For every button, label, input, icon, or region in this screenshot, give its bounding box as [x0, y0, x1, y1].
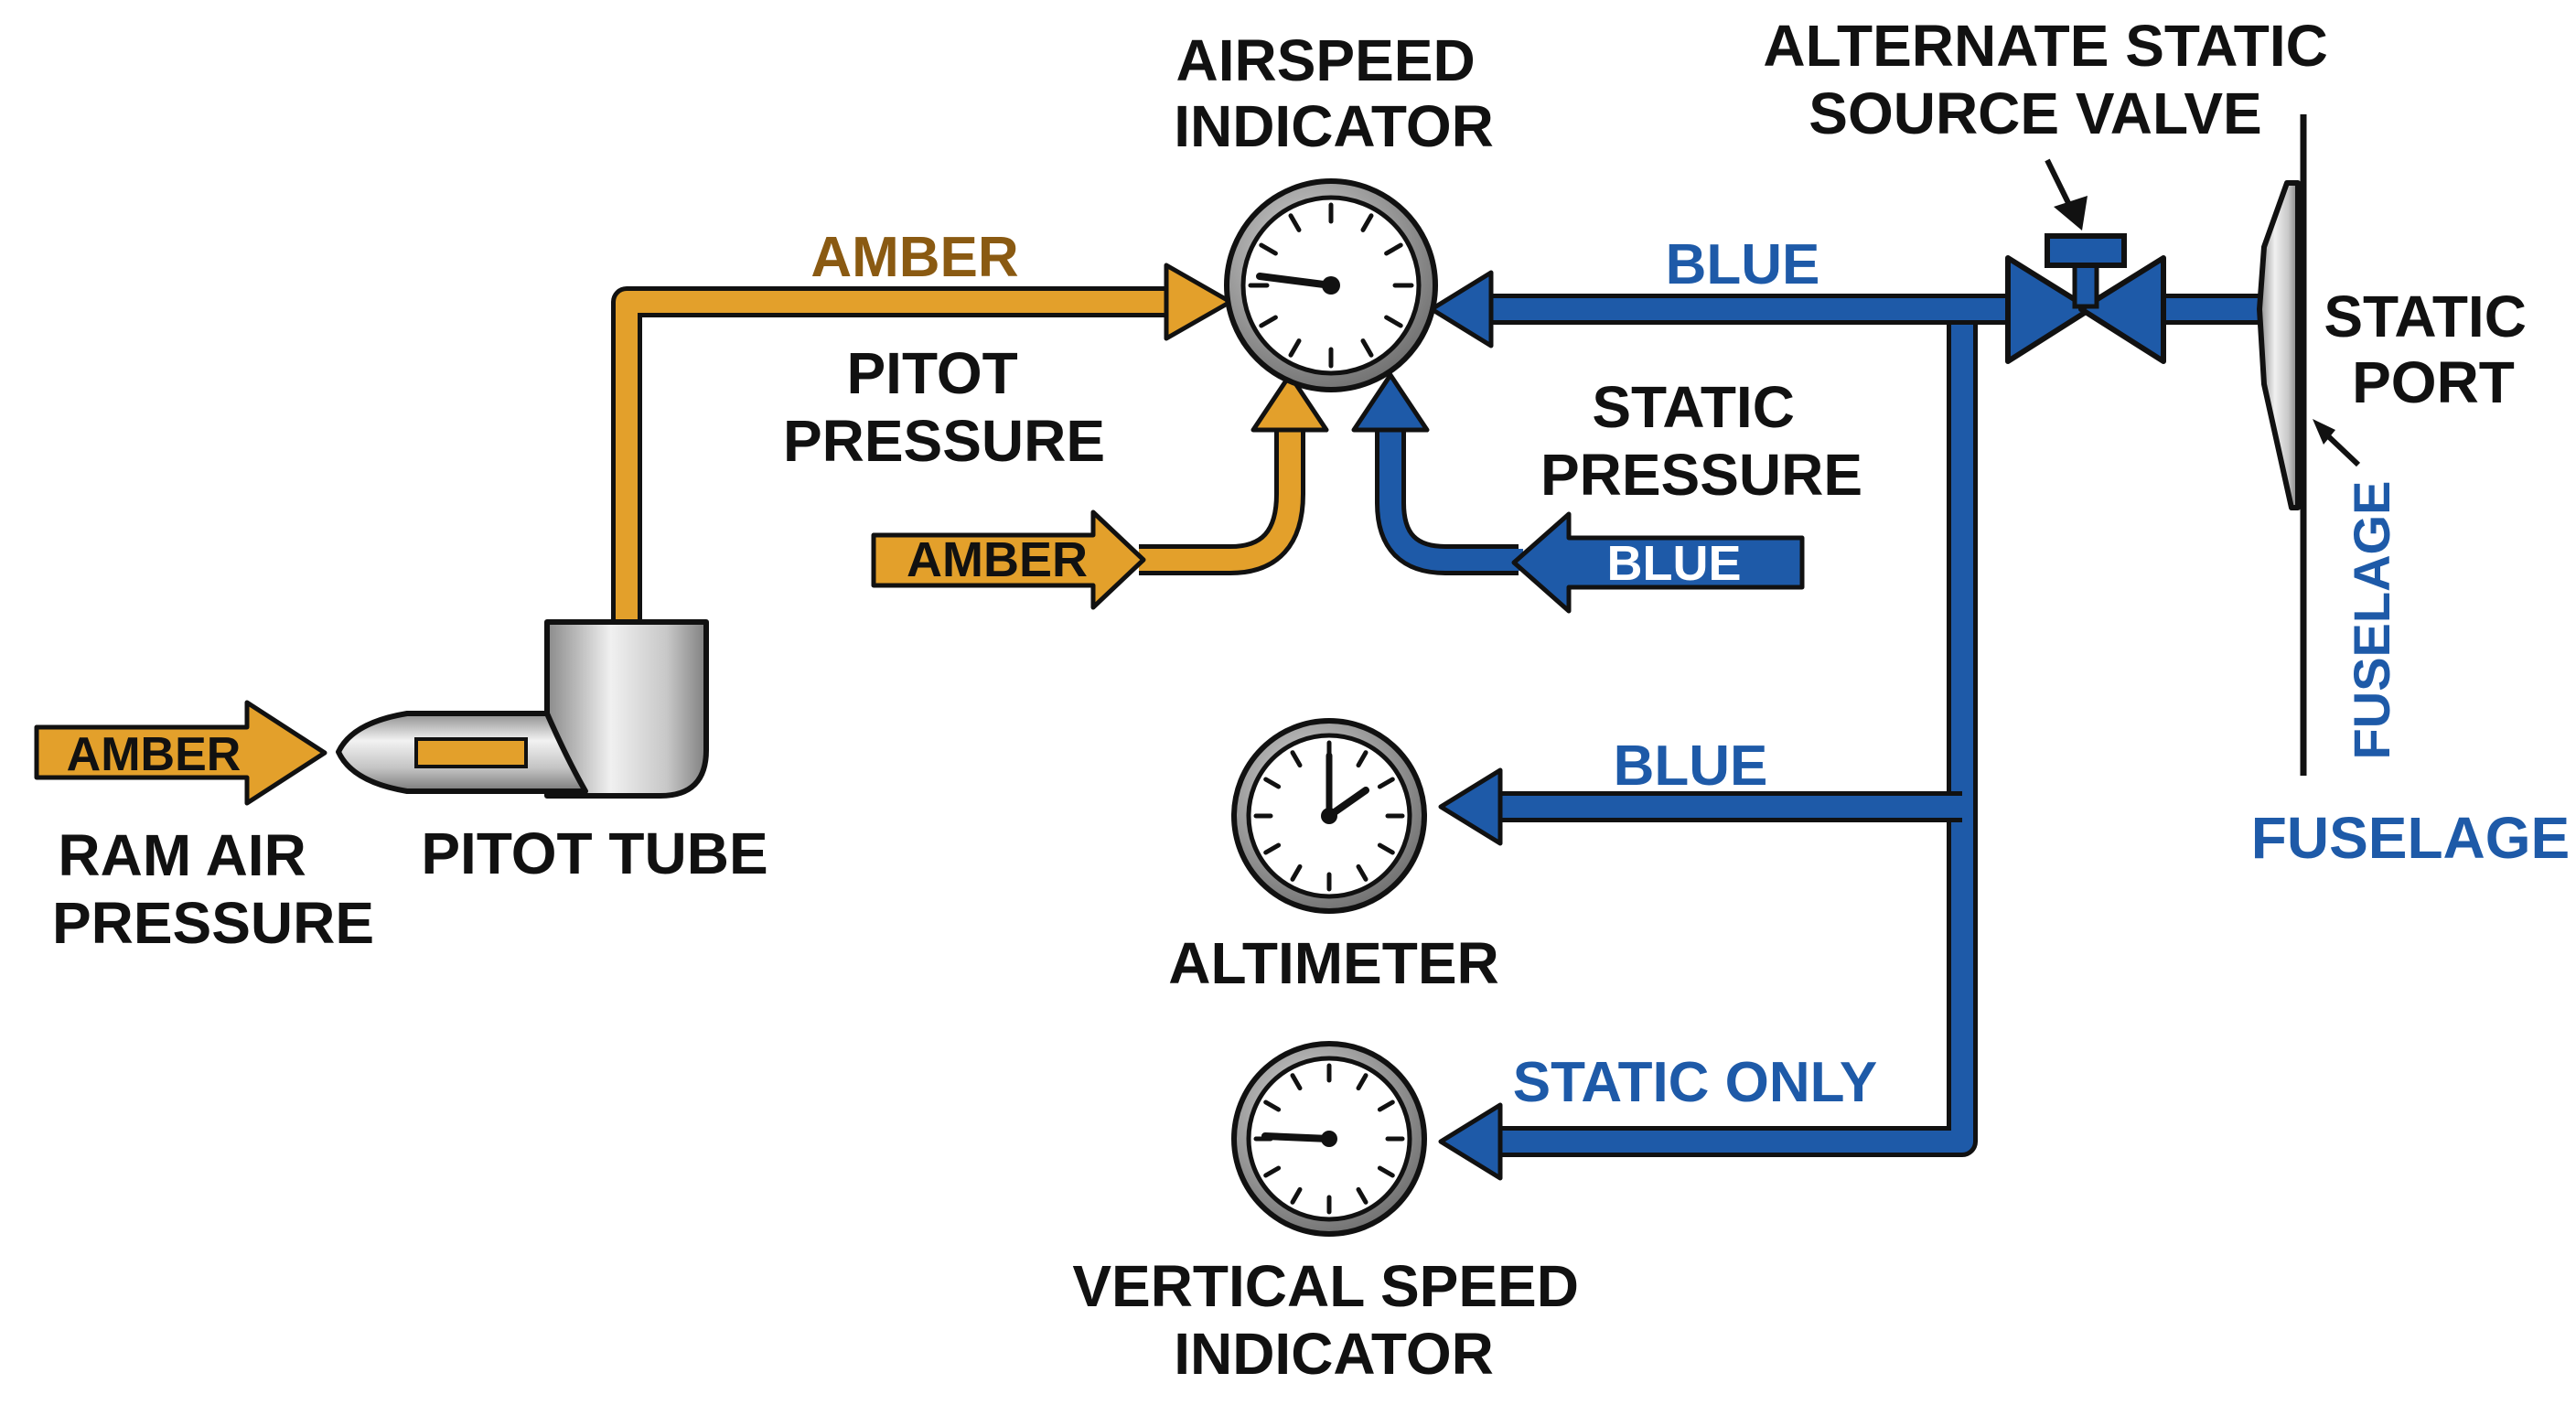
vsi-gauge-icon	[1231, 1041, 1427, 1237]
gauge-tick	[1263, 777, 1282, 789]
gauge-tick	[1356, 1073, 1368, 1091]
alternate-static-source-valve-label: ALTERNATE STATIC SOURCE VALVE	[1763, 13, 2344, 146]
pitot-tube-icon	[336, 619, 709, 799]
static-only-label: STATIC ONLY	[1513, 1051, 1877, 1114]
gauge-tick	[1259, 315, 1278, 328]
gauge-tick	[1263, 1099, 1282, 1112]
gauge-tick	[1290, 863, 1303, 882]
altimeter-label: ALTIMETER	[1168, 930, 1498, 996]
gauge-tick	[1360, 213, 1374, 232]
gauge-tick	[1288, 213, 1302, 232]
pitot-arrow-head-top	[1164, 263, 1233, 341]
valve-icon	[2005, 158, 2166, 364]
airspeed-indicator-label: AIRSPEED INDICATOR	[1174, 27, 1494, 159]
gauge-tick	[1259, 242, 1278, 256]
static-pressure-label: STATIC PRESSURE	[1540, 374, 1862, 508]
gauge-tick	[1360, 338, 1374, 358]
gauge-tick	[1377, 1099, 1395, 1112]
static-arrow-head-altimeter	[1438, 767, 1503, 846]
amber-middle-label: AMBER	[907, 532, 1088, 587]
blue-middle-label: BLUE	[1607, 536, 1742, 591]
blue-top-label: BLUE	[1666, 233, 1820, 296]
gauge-tick	[1377, 1165, 1395, 1178]
gauge-tick	[1384, 315, 1403, 328]
vertical-speed-indicator-label: VERTICAL SPEED INDICATOR	[1072, 1253, 1594, 1387]
blue-altimeter-label: BLUE	[1614, 735, 1768, 798]
gauge-tick	[1288, 338, 1302, 358]
static-port-icon	[2257, 114, 2361, 776]
gauge-tick	[1377, 842, 1395, 855]
gauge-tick	[1290, 1073, 1303, 1091]
gauge-tick	[1356, 863, 1368, 882]
altimeter-gauge-icon	[1231, 718, 1427, 914]
pitot-tube-label: PITOT TUBE	[421, 820, 767, 886]
fuselage-horizontal-label: FUSELAGE	[2251, 805, 2570, 871]
gauge-tick	[1290, 750, 1303, 768]
amber-top-label: AMBER	[810, 226, 1018, 289]
gauge-tick	[1263, 842, 1282, 855]
gauge-tick	[1356, 1186, 1368, 1205]
static-arrow-head-vsi	[1438, 1102, 1503, 1181]
pitot-lines	[34, 263, 1329, 806]
amber-left-label: AMBER	[67, 728, 242, 781]
amber-arrow-left	[34, 700, 327, 806]
airspeed-gauge-icon	[1224, 178, 1438, 392]
static-lines	[1351, 270, 2264, 1181]
gauge-tick	[1263, 1165, 1282, 1178]
gauge-tick	[1377, 777, 1395, 789]
static-arrow-head-airspeed	[1429, 270, 1494, 349]
blue-arrow-middle	[1511, 511, 1805, 614]
gauge-tick	[1356, 750, 1368, 768]
gauge-tick	[1384, 242, 1403, 256]
static-arrow-head-up	[1351, 372, 1430, 433]
gauge-tick	[1290, 1186, 1303, 1205]
pitot-arrow-head-up	[1250, 372, 1329, 433]
fuselage-vertical-label: FUSELAGE	[2343, 481, 2400, 760]
amber-arrow-middle	[871, 509, 1146, 610]
static-port-label: STATIC PORT	[2324, 284, 2542, 415]
ram-air-pressure-label: RAM AIR PRESSURE	[52, 822, 374, 956]
pitot-pressure-label: PITOT PRESSURE	[783, 340, 1105, 474]
